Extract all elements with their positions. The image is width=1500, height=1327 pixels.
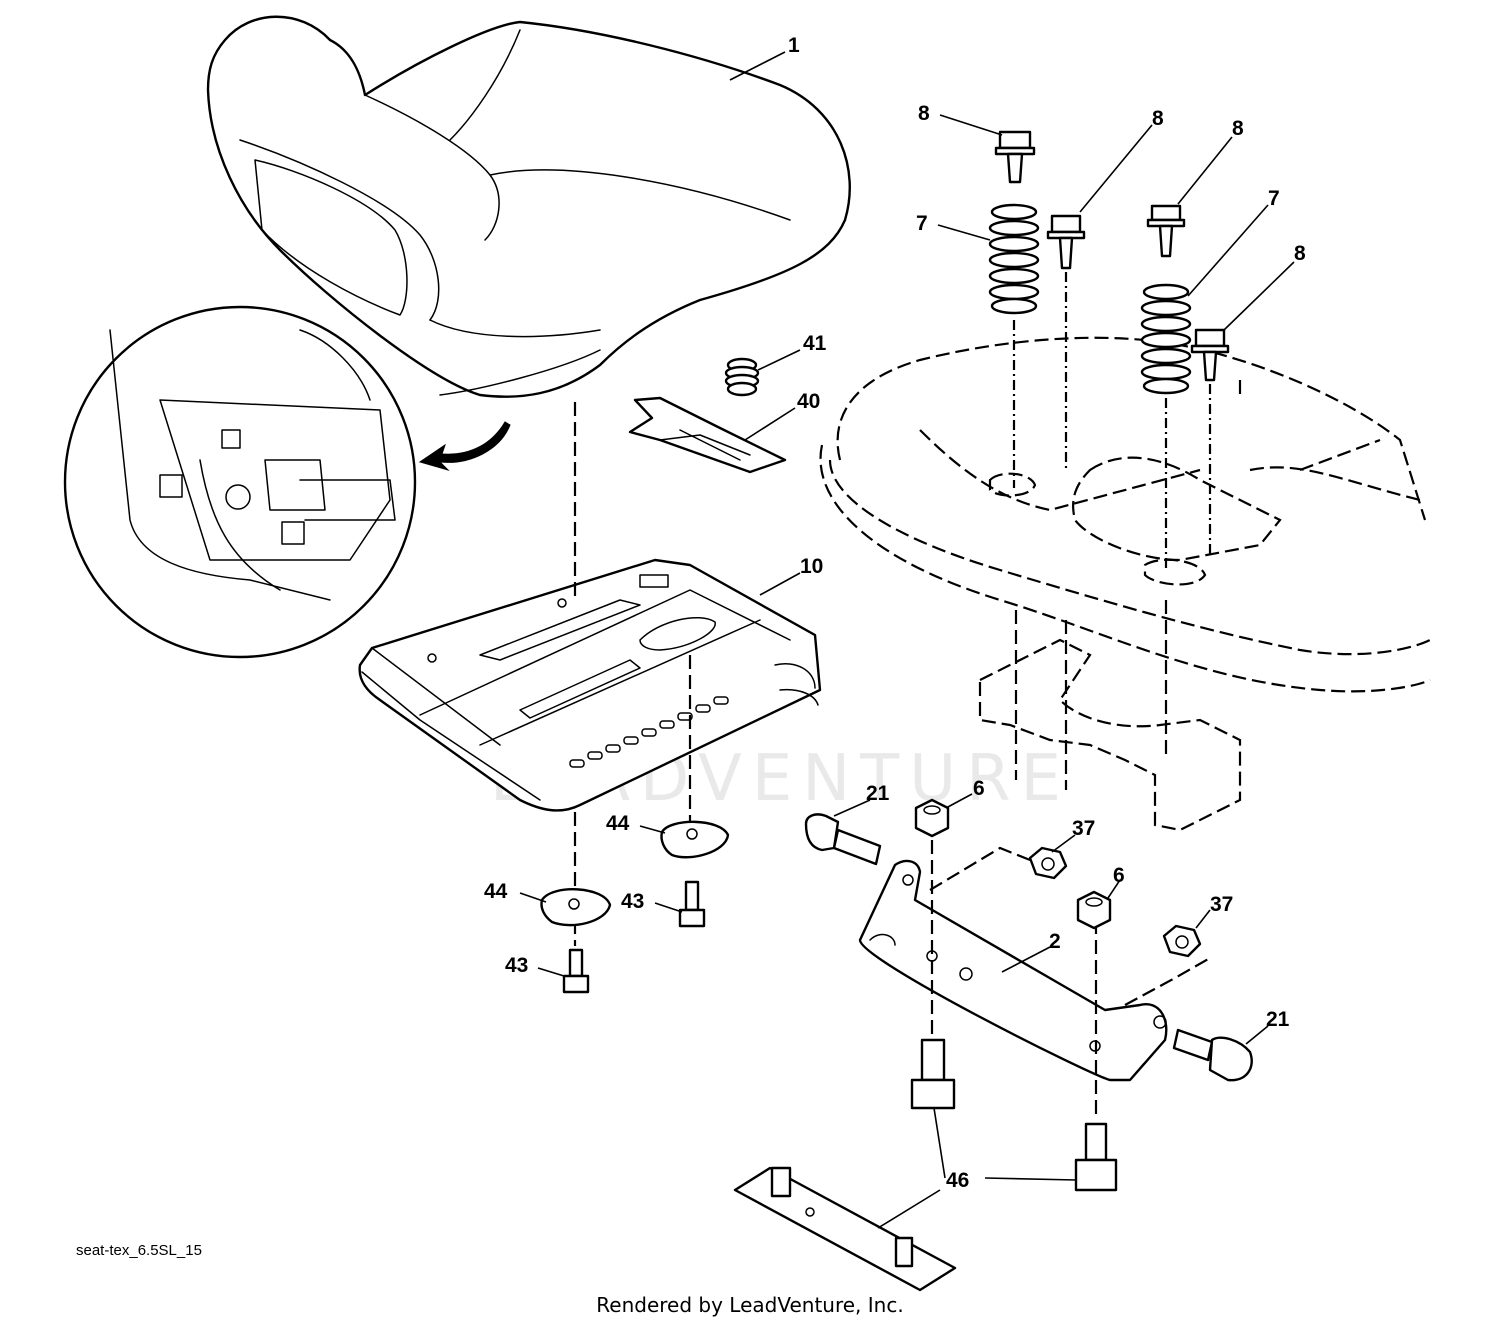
callout-7: 7 xyxy=(1268,187,1280,210)
bolt-part-43-upper[interactable] xyxy=(678,880,706,928)
detail-view-seat-switch xyxy=(63,305,417,659)
callout-37: 37 xyxy=(1072,817,1095,840)
alignment-line xyxy=(1124,957,1211,1006)
bolt-part-46-left[interactable] xyxy=(910,1038,956,1110)
nut-part-6-lower[interactable] xyxy=(1076,890,1112,930)
tractor-frame-outline xyxy=(819,336,1431,832)
callout-labels: 1 8 8 8 8 7 7 41 40 10 21 6 37 6 37 2 21… xyxy=(484,34,1306,1192)
callout-21: 21 xyxy=(1266,1008,1290,1031)
callout-21: 21 xyxy=(866,782,890,805)
bolt-part-21-right[interactable] xyxy=(1172,1028,1253,1082)
leader-lines xyxy=(519,51,1295,1229)
seat-pan-part-10[interactable] xyxy=(358,558,822,812)
bolt-part-46-right[interactable] xyxy=(1074,1122,1118,1192)
callout-37: 37 xyxy=(1210,893,1233,916)
bolt-part-8-d[interactable] xyxy=(1190,328,1230,382)
callout-2: 2 xyxy=(1049,930,1061,953)
bolt-part-8-a[interactable] xyxy=(994,130,1036,184)
callout-41: 41 xyxy=(803,332,827,355)
drawing-code: seat-tex_6.5SL_15 xyxy=(76,1242,202,1259)
callout-46: 46 xyxy=(946,1169,969,1192)
callout-10: 10 xyxy=(800,555,823,578)
bolt-part-8-c[interactable] xyxy=(1146,204,1186,258)
callout-6: 6 xyxy=(1113,864,1125,887)
credit-line: Rendered by LeadVenture, Inc. xyxy=(596,1293,904,1317)
seat-bracket-part-2[interactable] xyxy=(858,859,1168,1082)
nut-part-37-lower[interactable] xyxy=(1162,924,1202,958)
mounting-plate[interactable] xyxy=(733,1166,957,1292)
callout-8: 8 xyxy=(1152,107,1164,130)
spring-part-7-left[interactable] xyxy=(988,203,1040,315)
callout-44: 44 xyxy=(606,812,630,835)
callout-7: 7 xyxy=(916,212,928,235)
callout-43: 43 xyxy=(505,954,528,977)
detail-pointer-arrow xyxy=(418,421,511,472)
bolt-part-21-left[interactable] xyxy=(804,813,882,866)
spring-part-7-right[interactable] xyxy=(1140,283,1192,395)
callout-1: 1 xyxy=(788,34,800,57)
callout-43: 43 xyxy=(621,890,644,913)
seat-part-1[interactable] xyxy=(206,15,851,398)
callout-6: 6 xyxy=(973,777,985,800)
clip-part-40[interactable] xyxy=(628,396,787,474)
alignment-line xyxy=(929,846,1031,891)
washer-part-44-lower[interactable] xyxy=(540,888,612,927)
callout-8: 8 xyxy=(1294,242,1306,265)
callout-44: 44 xyxy=(484,880,508,903)
washer-part-44-upper[interactable] xyxy=(660,820,730,859)
spring-part-41[interactable] xyxy=(724,357,760,397)
nut-part-6-upper[interactable] xyxy=(914,798,950,838)
adjustment-slots xyxy=(569,696,729,768)
bolt-part-43-lower[interactable] xyxy=(562,948,590,994)
callout-40: 40 xyxy=(797,390,820,413)
callout-8: 8 xyxy=(918,102,930,125)
callout-8: 8 xyxy=(1232,117,1244,140)
bolt-part-8-b[interactable] xyxy=(1046,214,1086,270)
nut-part-37-upper[interactable] xyxy=(1028,846,1068,880)
